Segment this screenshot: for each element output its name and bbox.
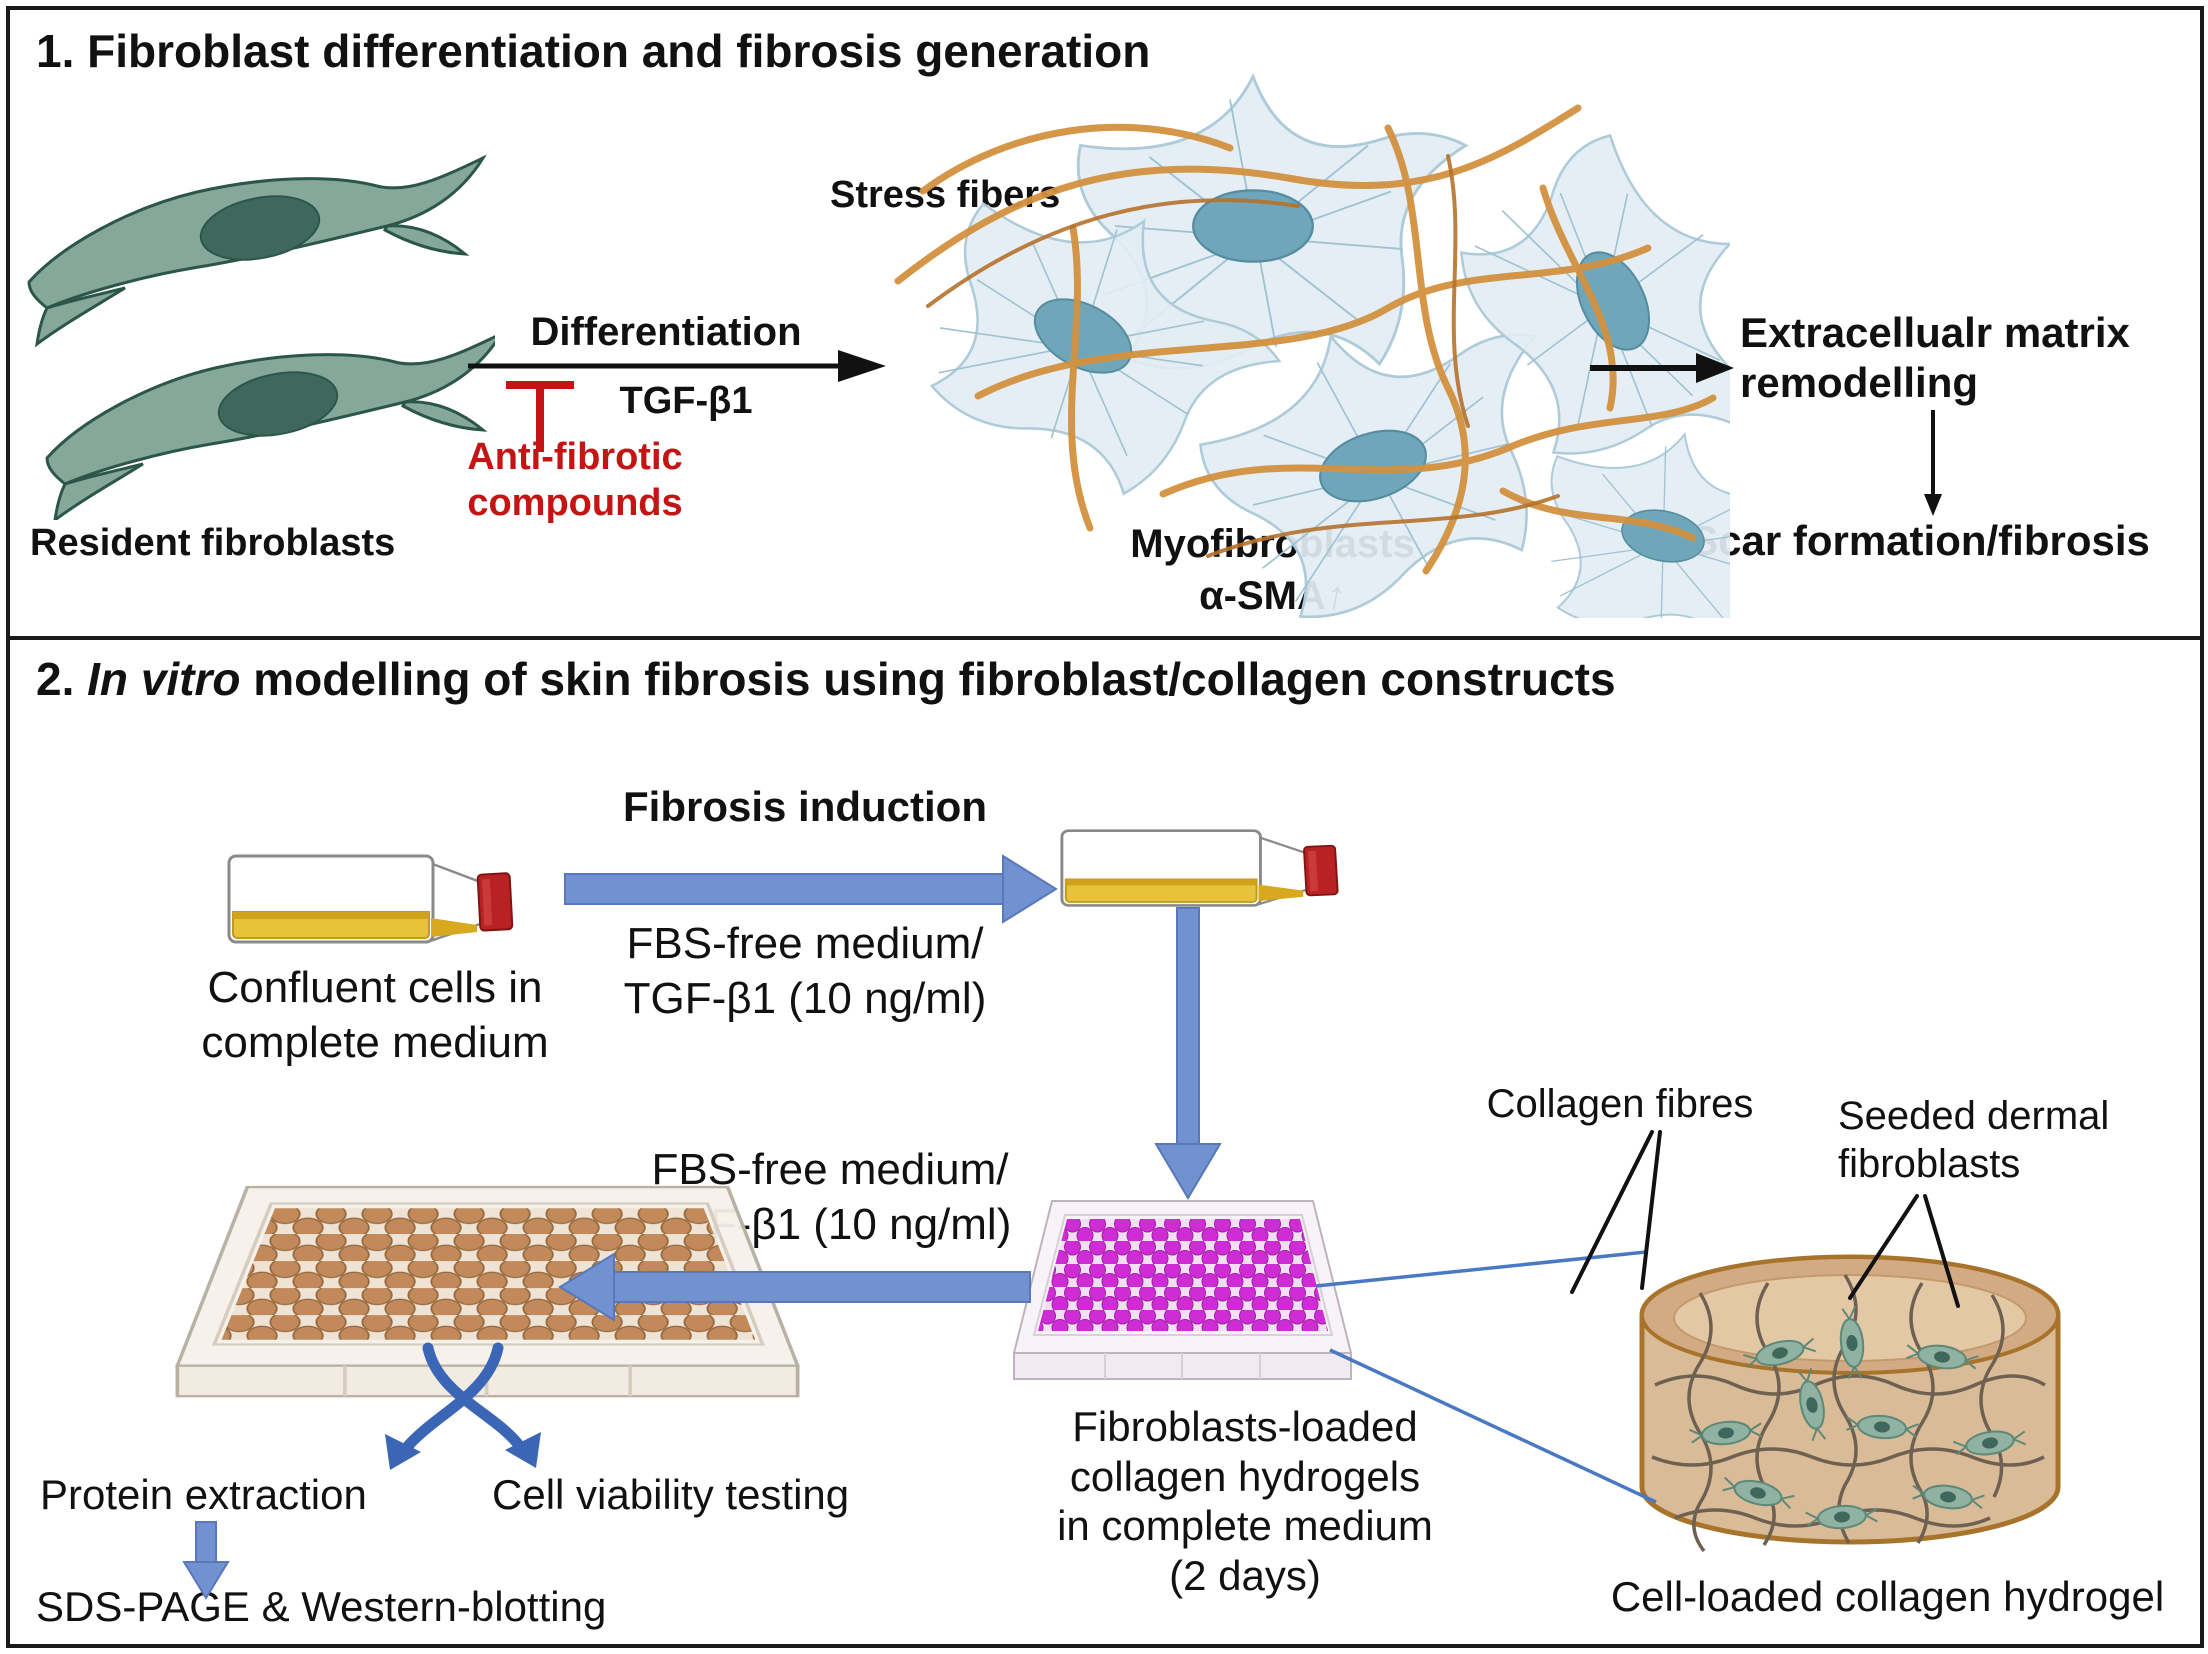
fibrosis-induction-label: Fibrosis induction [623, 783, 987, 830]
stress-fibers-label: Stress fibers [830, 174, 1061, 216]
panel2-frame [6, 636, 2204, 1648]
flask-complete-medium [227, 854, 514, 944]
sds-page-label: SDS-PAGE & Western-blotting [36, 1583, 607, 1630]
anti-fibrotic-label: Anti-fibrotic compounds [467, 436, 683, 525]
cell-loaded-hydrogel-label: Cell-loaded collagen hydrogel [1610, 1573, 2165, 1620]
ecm-remodelling-label: Extracellualr matrix remodelling [1740, 309, 2130, 407]
myofibroblasts-illustration [889, 75, 1730, 618]
induction-medium-label: FBS-free medium/ TGF-β1 (10 ng/ml) [623, 919, 987, 1023]
cell-viability-label: Cell viability testing [492, 1471, 850, 1518]
flask-cap [1303, 844, 1339, 897]
panel1-frame [6, 6, 2204, 640]
collagen-fibres-label: Collagen fibres [1486, 1082, 1754, 1126]
hydrogel-plate-caption: Fibroblasts-loaded collagen hydrogels in… [1057, 1403, 1433, 1599]
resident-fibroblasts-illustration [27, 156, 495, 520]
well-plate-magenta [1012, 1200, 1353, 1380]
well-plate-tan [175, 1185, 800, 1398]
confluent-cells-label: Confluent cells in complete medium [201, 963, 549, 1067]
resident-fibroblasts-label: Resident fibroblasts [30, 522, 396, 564]
flask-cap [476, 872, 514, 932]
seeded-dermal-label: Seeded dermal fibroblasts [1838, 1094, 2110, 1186]
flask-tgfb1-medium [1060, 829, 1339, 907]
scar-formation-label: Scar formation/fibrosis [1690, 517, 2150, 564]
protein-extraction-label: Protein extraction [40, 1471, 367, 1518]
collagen-hydrogel-illustration [1639, 1254, 2061, 1553]
panel1-title: 1. Fibroblast differentiation and fibros… [36, 25, 1151, 77]
panel2-title: 2. In vitro modelling of skin fibrosis u… [36, 653, 1616, 705]
collagen-fiber-strands [894, 104, 1717, 575]
tgfb1-label: TGF-β1 [619, 380, 753, 422]
differentiation-label: Differentiation [530, 310, 802, 354]
